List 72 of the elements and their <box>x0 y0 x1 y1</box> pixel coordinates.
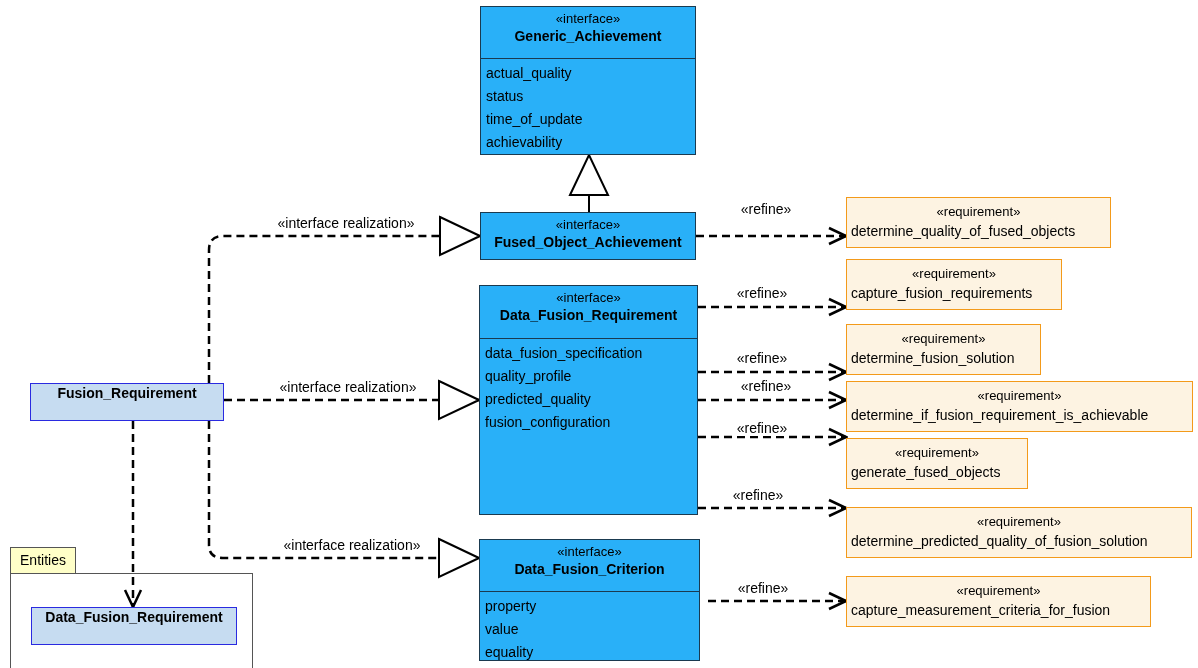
edge-label: «refine» <box>736 350 788 366</box>
requirement-box <box>846 438 1028 489</box>
interface-class-box <box>479 285 698 515</box>
class-name: Generic_Achievement <box>514 27 662 45</box>
requirement-box <box>846 576 1151 627</box>
edge-label: «interface realization» <box>279 379 417 395</box>
stereotype-label: «interface» <box>555 217 621 232</box>
stereotype-label: «requirement» <box>901 331 986 346</box>
requirement-box <box>846 381 1193 432</box>
attribute-text: fusion_configuration <box>485 413 611 432</box>
attribute-text: value <box>485 620 519 639</box>
dependency-arrow <box>698 362 848 382</box>
class-name: Data_Fusion_Criterion <box>514 560 665 578</box>
attribute-text: time_of_update <box>486 110 583 129</box>
stereotype-label: «requirement» <box>936 204 1021 219</box>
edge-label: «interface realization» <box>277 215 415 231</box>
dependency-arrow <box>698 390 848 410</box>
attribute-text: status <box>486 87 524 106</box>
requirement-box <box>846 197 1111 248</box>
edge-label: «refine» <box>740 378 792 394</box>
requirement-box <box>846 259 1062 310</box>
dependency-arrow <box>696 226 848 246</box>
attribute-text: actual_quality <box>486 64 572 83</box>
realization-arrow <box>207 421 480 578</box>
class-box <box>30 383 224 421</box>
attribute-text: equality <box>485 643 534 662</box>
realization-arrow <box>224 380 480 420</box>
interface-class-box <box>480 212 696 260</box>
requirement-name: determine_predicted_quality_of_fusion_solution <box>851 532 1148 551</box>
class-name: Fusion_Requirement <box>57 384 197 402</box>
interface-class-box <box>479 539 700 661</box>
stereotype-label: «requirement» <box>977 514 1061 529</box>
requirement-name: determine_fusion_solution <box>851 349 1015 368</box>
edge-label: «refine» <box>737 580 789 596</box>
class-name: Data_Fusion_Requirement <box>45 608 223 626</box>
generalization-arrow <box>569 154 609 213</box>
class-name: Data_Fusion_Requirement <box>499 306 678 324</box>
stereotype-label: «requirement» <box>895 445 979 460</box>
attribute-text: property <box>485 597 537 616</box>
package-body <box>10 573 253 668</box>
edge-label: «refine» <box>736 420 788 436</box>
dependency-arrow <box>708 591 848 611</box>
class-box <box>31 607 237 645</box>
attribute-text: quality_profile <box>485 367 572 386</box>
attribute-text: achievability <box>486 133 563 152</box>
class-name: Fused_Object_Achievement <box>494 233 682 251</box>
dependency-arrow <box>698 297 848 317</box>
attribute-text: predicted_quality <box>485 390 591 409</box>
edge-label: «refine» <box>736 285 788 301</box>
dependency-arrow <box>123 421 143 609</box>
stereotype-label: «interface» <box>556 290 621 305</box>
interface-class-box <box>480 6 696 155</box>
stereotype-label: «requirement» <box>977 388 1062 403</box>
stereotype-label: «interface» <box>555 11 621 26</box>
requirement-name: capture_fusion_requirements <box>851 284 1033 303</box>
dependency-arrow <box>698 498 848 518</box>
edge-label: «refine» <box>732 487 784 503</box>
requirement-box <box>846 507 1192 558</box>
stereotype-label: «requirement» <box>956 583 1041 598</box>
requirement-name: capture_measurement_criteria_for_fusion <box>851 601 1111 620</box>
realization-arrow <box>207 216 481 383</box>
stereotype-label: «requirement» <box>912 266 996 281</box>
requirement-name: generate_fused_objects <box>851 463 1001 482</box>
requirement-name: determine_quality_of_fused_objects <box>851 222 1076 241</box>
edge-label: «refine» <box>740 201 792 217</box>
requirement-name: determine_if_fusion_requirement_is_achievable <box>851 406 1149 425</box>
requirement-box <box>846 324 1041 375</box>
dependency-arrow <box>698 427 848 447</box>
attribute-text: data_fusion_specification <box>485 344 643 363</box>
edge-label: «interface realization» <box>283 537 421 553</box>
stereotype-label: «interface» <box>557 544 622 559</box>
package-tab: Entities <box>10 547 76 574</box>
